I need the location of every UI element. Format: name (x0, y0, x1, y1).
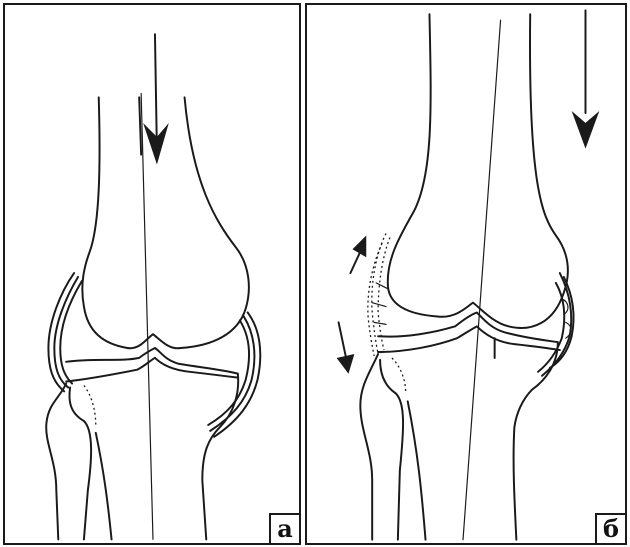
knee-joint-normal-drawing (5, 5, 299, 543)
knee-joint-varus-drawing (307, 5, 625, 543)
panel-b-label: б (595, 513, 627, 545)
tibia-outline (360, 313, 559, 540)
fibula-outline (69, 385, 111, 539)
torn-ligament-left (368, 234, 390, 356)
load-arrow (143, 34, 169, 164)
axis-line (141, 93, 153, 539)
femur-outline (82, 97, 249, 348)
femur-outline (388, 14, 568, 328)
ligament-left (48, 273, 82, 391)
axis-line (463, 20, 501, 539)
tension-arrow-down (337, 322, 355, 373)
tibia-outline (46, 348, 238, 539)
panel-b: б (305, 3, 627, 545)
fibula-outline (380, 358, 425, 540)
load-arrow (572, 10, 600, 148)
panel-a: а (3, 3, 301, 545)
panel-a-label: а (269, 513, 301, 545)
tension-arrow-up (350, 235, 366, 273)
